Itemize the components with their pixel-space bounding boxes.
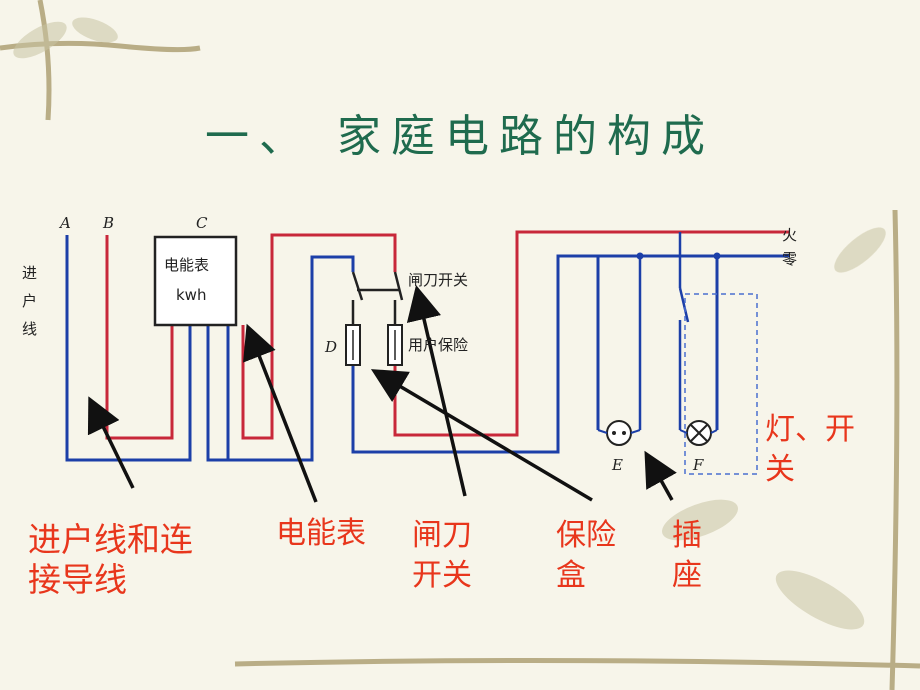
socket-letter: E: [611, 456, 623, 474]
callout-incoming-lines: 进户线和连 接导线: [28, 520, 193, 600]
electric-meter-box: [153, 235, 238, 327]
callout-socket-line-2: 座: [672, 558, 702, 593]
callout-lamp-switch-line-1: 灯、开: [765, 412, 855, 447]
lamp-letter: F: [692, 456, 704, 474]
arrow-fuse-box: [370, 369, 593, 502]
callout-incoming-lines-line-1: 进户线和连: [28, 520, 193, 559]
knife-switch: [351, 271, 404, 325]
callout-socket-line-1: 插: [672, 518, 702, 553]
callout-incoming-lines-line-2: 接导线: [28, 560, 127, 599]
lamp-cross-2: [689, 423, 709, 443]
socket-symbol: [606, 420, 632, 446]
arrow-incoming-lines: [87, 396, 135, 489]
incoming-line-char-3: 线: [22, 320, 37, 338]
line-label-c: C: [196, 214, 208, 232]
arrow-socket: [644, 450, 677, 501]
fuse-letter: D: [324, 338, 337, 356]
neutral-label: 零: [782, 250, 797, 268]
callout-knife-switch-line-2: 开关: [412, 558, 472, 593]
line-label-b: B: [102, 214, 114, 232]
page-title: 一、 家庭电路的构成: [205, 111, 715, 162]
lamp-link-right: [710, 429, 718, 434]
arrow-knife-switch: [406, 284, 467, 497]
meter-label: 电能表: [164, 256, 209, 274]
callout-meter-line-1: 电能表: [276, 516, 366, 551]
socket-link: [597, 429, 608, 434]
callout-meter: 电能表: [276, 514, 366, 554]
neutral-wiring: [65, 235, 790, 462]
bamboo-decoration-right: [234, 209, 920, 690]
incoming-line-char-1: 进: [22, 264, 37, 282]
socket-hole-right: [622, 431, 626, 435]
callout-knife-switch-line-1: 闸刀: [412, 518, 472, 553]
leaf-decoration: [13, 17, 886, 630]
socket-link-right: [630, 429, 641, 434]
callout-knife-switch: 闸刀 开关: [412, 516, 472, 596]
callout-fuse-box-line-1: 保险: [556, 518, 616, 553]
arrow-meter: [243, 323, 318, 503]
callout-fuse-box-line-2: 盒: [556, 558, 586, 593]
lamp-switch-dashed-box: [684, 293, 758, 475]
fuse-label: 用户保险: [408, 336, 468, 354]
lamp-switch-blade: [678, 287, 690, 323]
socket-hole-left: [612, 431, 616, 435]
junction-dots: [636, 252, 721, 260]
line-label-a: A: [58, 214, 71, 232]
callout-lamp-switch-line-2: 关: [765, 452, 795, 487]
callout-lamp-switch: 灯、开 关: [765, 410, 855, 490]
callout-fuse-box: 保险 盒: [556, 516, 616, 596]
callout-arrows: [87, 284, 677, 503]
knife-switch-label: 闸刀开关: [408, 271, 468, 289]
meter-unit: kwh: [176, 286, 206, 304]
callout-socket: 插 座: [672, 516, 702, 596]
lamp-link-left: [679, 429, 688, 434]
branch-wiring: [638, 232, 682, 430]
live-label: 火: [782, 226, 797, 244]
incoming-line-char-2: 户: [22, 292, 37, 310]
